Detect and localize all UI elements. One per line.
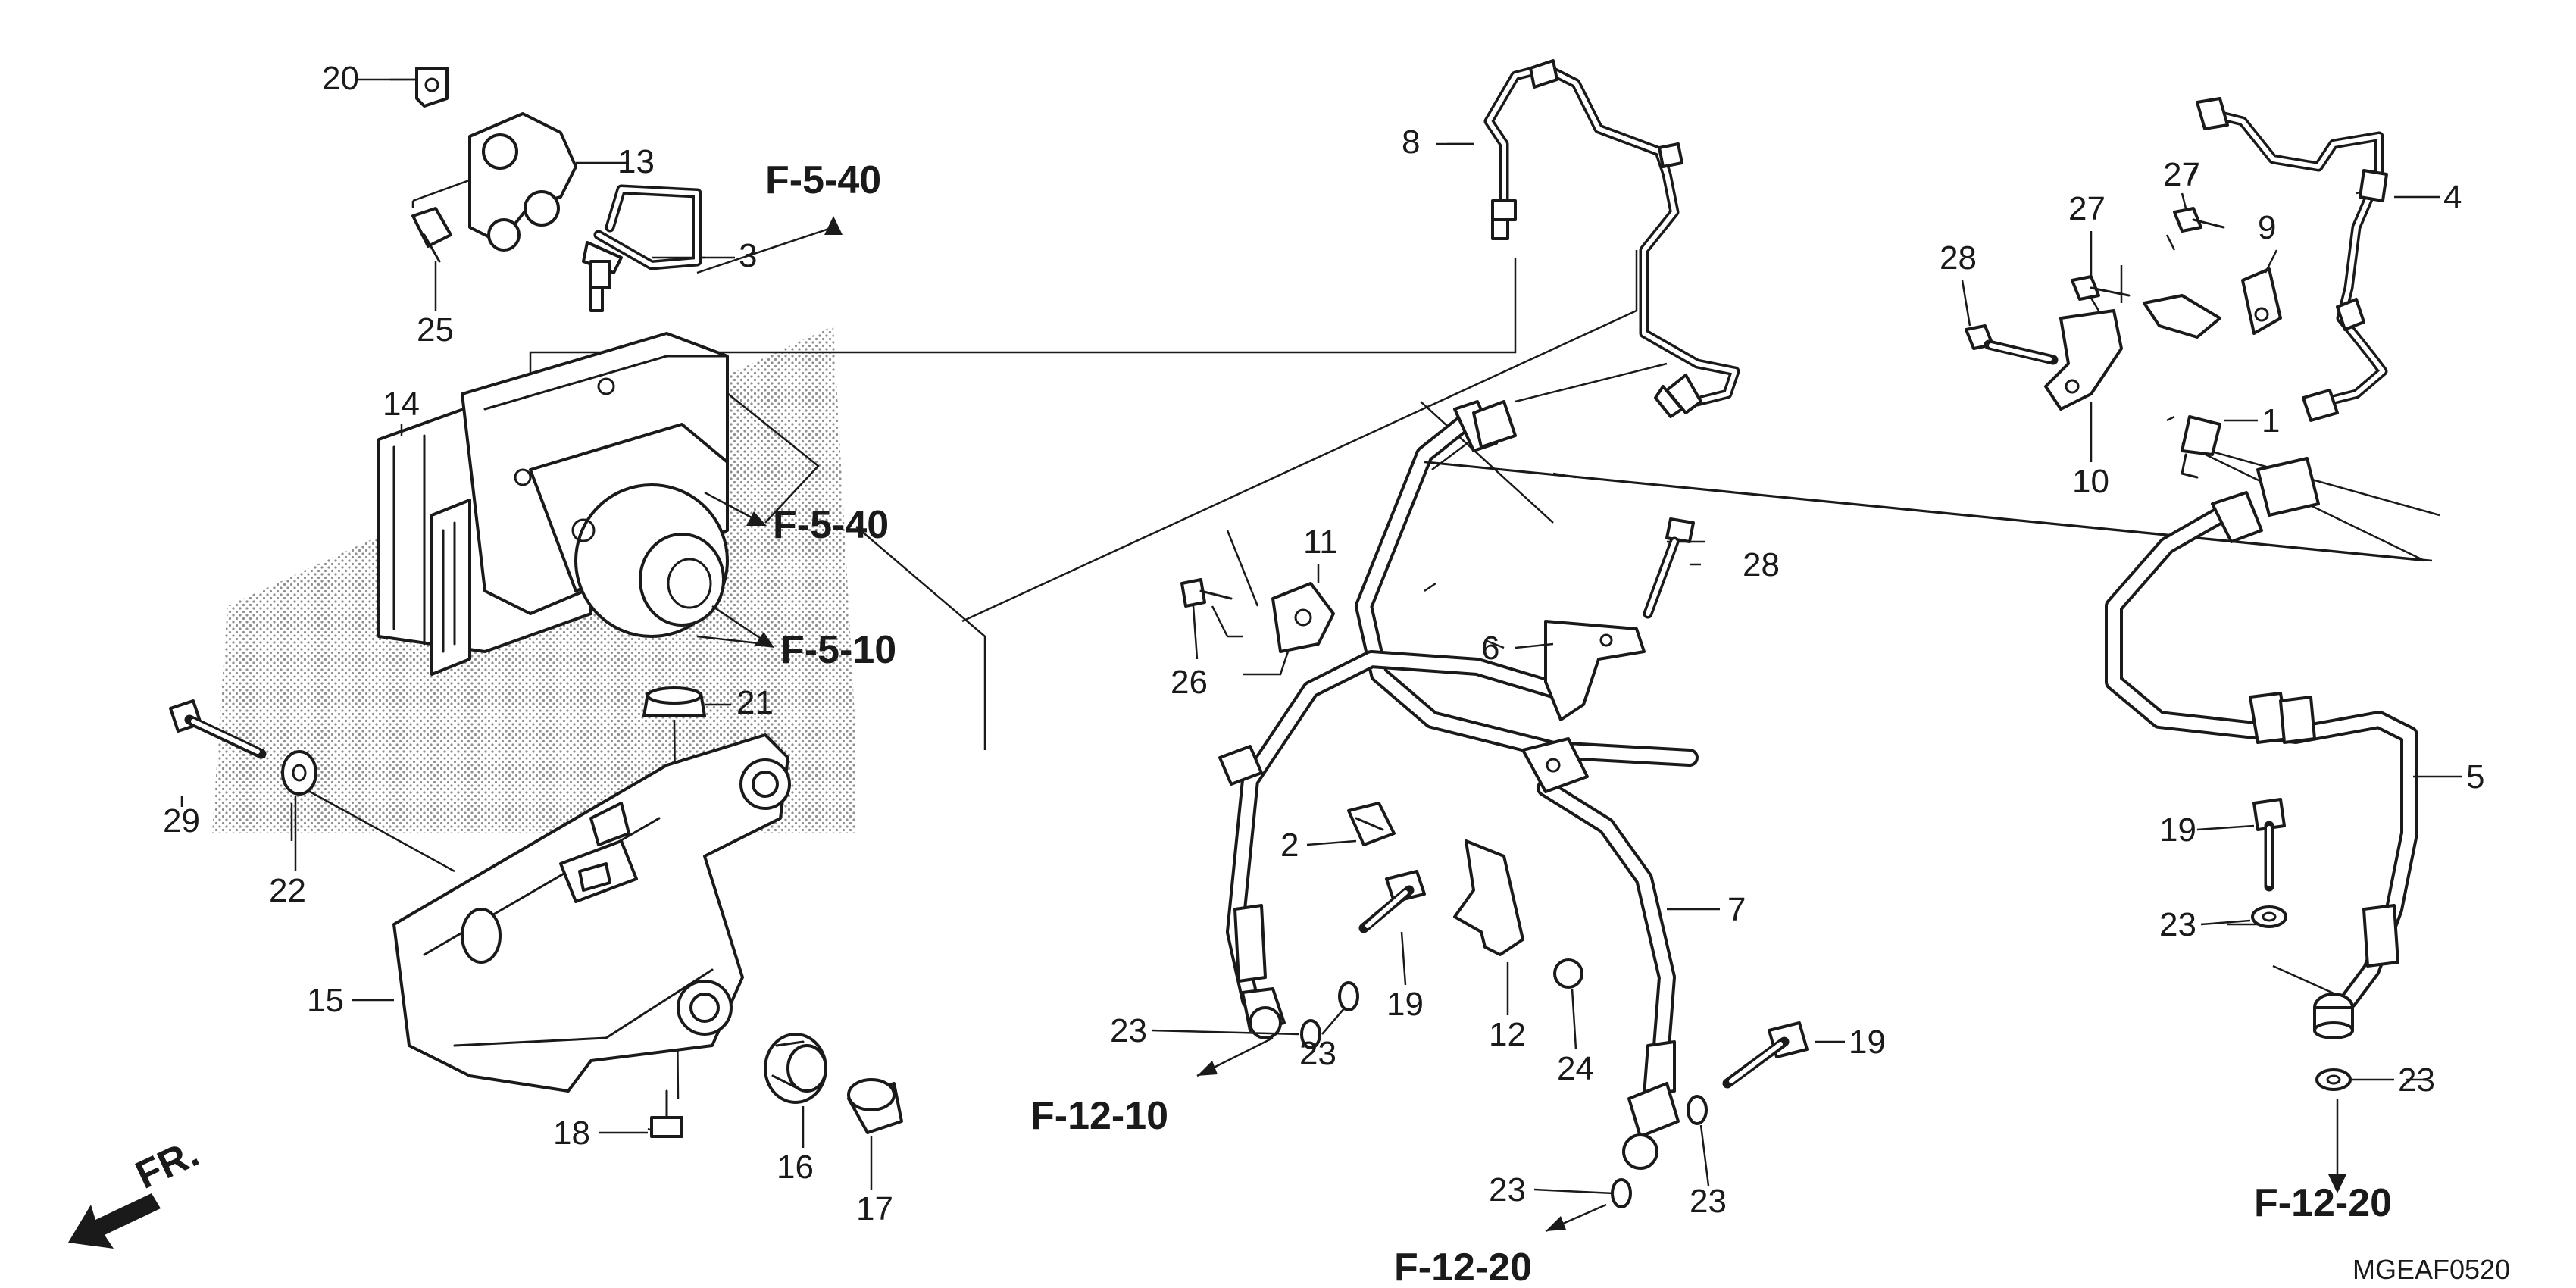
callout-15: 15 — [307, 982, 344, 1019]
callout-1: 1 — [2262, 402, 2280, 439]
ref-upper-top: F-5-40 — [765, 158, 881, 202]
callout-23-d: 23 — [1690, 1183, 1727, 1220]
callout-23-b: 23 — [1299, 1035, 1336, 1072]
callout-2: 2 — [1280, 827, 1299, 864]
callout-29: 29 — [163, 802, 200, 839]
callout-4: 4 — [2443, 179, 2462, 216]
callout-23-e: 23 — [2159, 906, 2196, 943]
callout-3: 3 — [739, 237, 757, 274]
callout-23-c: 23 — [1489, 1171, 1526, 1208]
callout-6: 6 — [1481, 630, 1499, 667]
callout-12: 12 — [1489, 1016, 1526, 1053]
front-arrow-icon — [68, 1193, 161, 1249]
callout-22: 22 — [269, 872, 306, 909]
callout-19-right: 19 — [2159, 811, 2196, 849]
front-brake-lines — [961, 59, 1809, 1233]
ref-lower-mid: F-5-10 — [780, 628, 896, 672]
callout-9: 9 — [2258, 209, 2276, 246]
callout-7: 7 — [1727, 891, 1746, 928]
callout-leaders — [180, 78, 2462, 1195]
ref-upper-mid: F-5-40 — [773, 503, 889, 547]
callout-labels: 20 13 3 25 14 21 29 22 15 18 16 17 8 11 … — [163, 60, 2484, 1227]
abs-modulator-group — [169, 67, 1517, 1138]
ref-front-right: F-12-20 — [1394, 1246, 1532, 1288]
callout-8: 8 — [1402, 123, 1420, 161]
ref-front-left: F-12-10 — [1030, 1094, 1168, 1138]
callout-25: 25 — [417, 311, 454, 349]
front-direction-marker: FR. — [68, 1131, 205, 1249]
diagram-code: MGEAF0520 — [2352, 1254, 2510, 1285]
callout-17: 17 — [856, 1190, 893, 1227]
callout-5: 5 — [2466, 758, 2484, 796]
callout-14: 14 — [383, 386, 420, 423]
callout-16: 16 — [777, 1149, 814, 1186]
callout-23-a: 23 — [1110, 1012, 1147, 1049]
callout-11: 11 — [1303, 524, 1338, 561]
callout-21: 21 — [736, 684, 774, 721]
callout-10: 10 — [2072, 463, 2109, 500]
ref-rear: F-12-20 — [2254, 1181, 2392, 1225]
rear-brake-lines — [1424, 97, 2440, 1193]
callout-28-right: 28 — [1940, 239, 1977, 277]
callout-27-top: 27 — [2163, 156, 2200, 193]
callout-20: 20 — [322, 60, 359, 97]
callout-13: 13 — [617, 143, 655, 180]
callout-24: 24 — [1557, 1050, 1594, 1087]
callout-19-center-left: 19 — [1386, 986, 1424, 1023]
reference-labels: F-5-40 F-5-40 F-5-10 F-12-10 F-12-20 F-1… — [704, 158, 2392, 1288]
callout-18: 18 — [553, 1114, 590, 1152]
callout-26: 26 — [1171, 664, 1208, 701]
callout-23-f: 23 — [2398, 1061, 2435, 1099]
callout-19-center-right: 19 — [1849, 1024, 1886, 1061]
callout-27-mid: 27 — [2068, 190, 2106, 227]
callout-28-center: 28 — [1743, 546, 1780, 583]
front-marker-label: FR. — [130, 1131, 205, 1198]
